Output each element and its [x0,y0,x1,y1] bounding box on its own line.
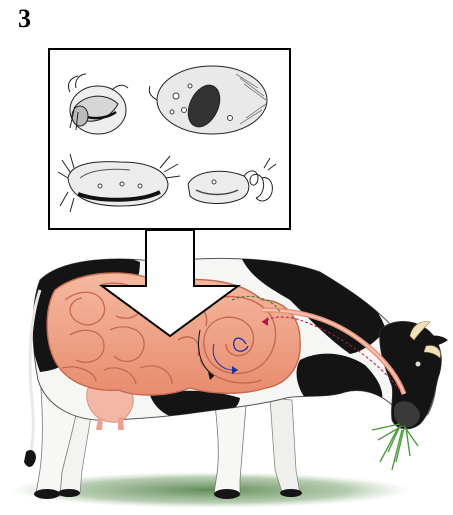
microbes-inset-frame [49,49,290,229]
hoof [214,489,240,499]
hoof [280,489,302,497]
hoof [58,489,80,497]
grass-tuft [372,424,418,470]
cow-eye [416,362,421,367]
cow-teat [118,417,124,430]
cow-tail-tuft [24,450,36,467]
hoof [34,489,60,499]
